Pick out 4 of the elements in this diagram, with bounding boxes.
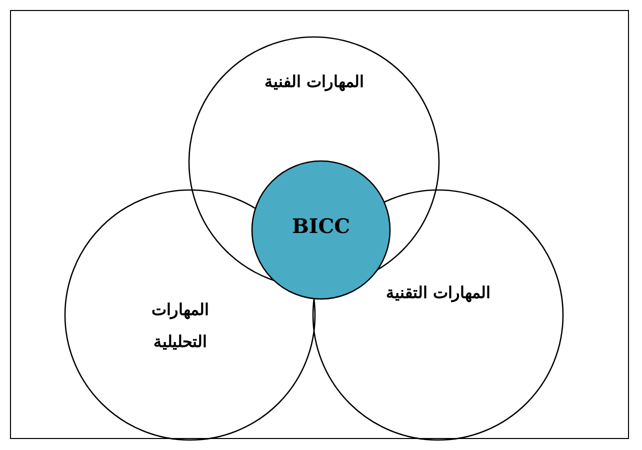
circle-label: المهارات التحليلية: [150, 299, 210, 353]
circle-label: BICC: [290, 213, 352, 240]
circle-label: المهارات الفنية: [264, 71, 364, 94]
circle-label: المهارات التقنية: [385, 282, 491, 304]
